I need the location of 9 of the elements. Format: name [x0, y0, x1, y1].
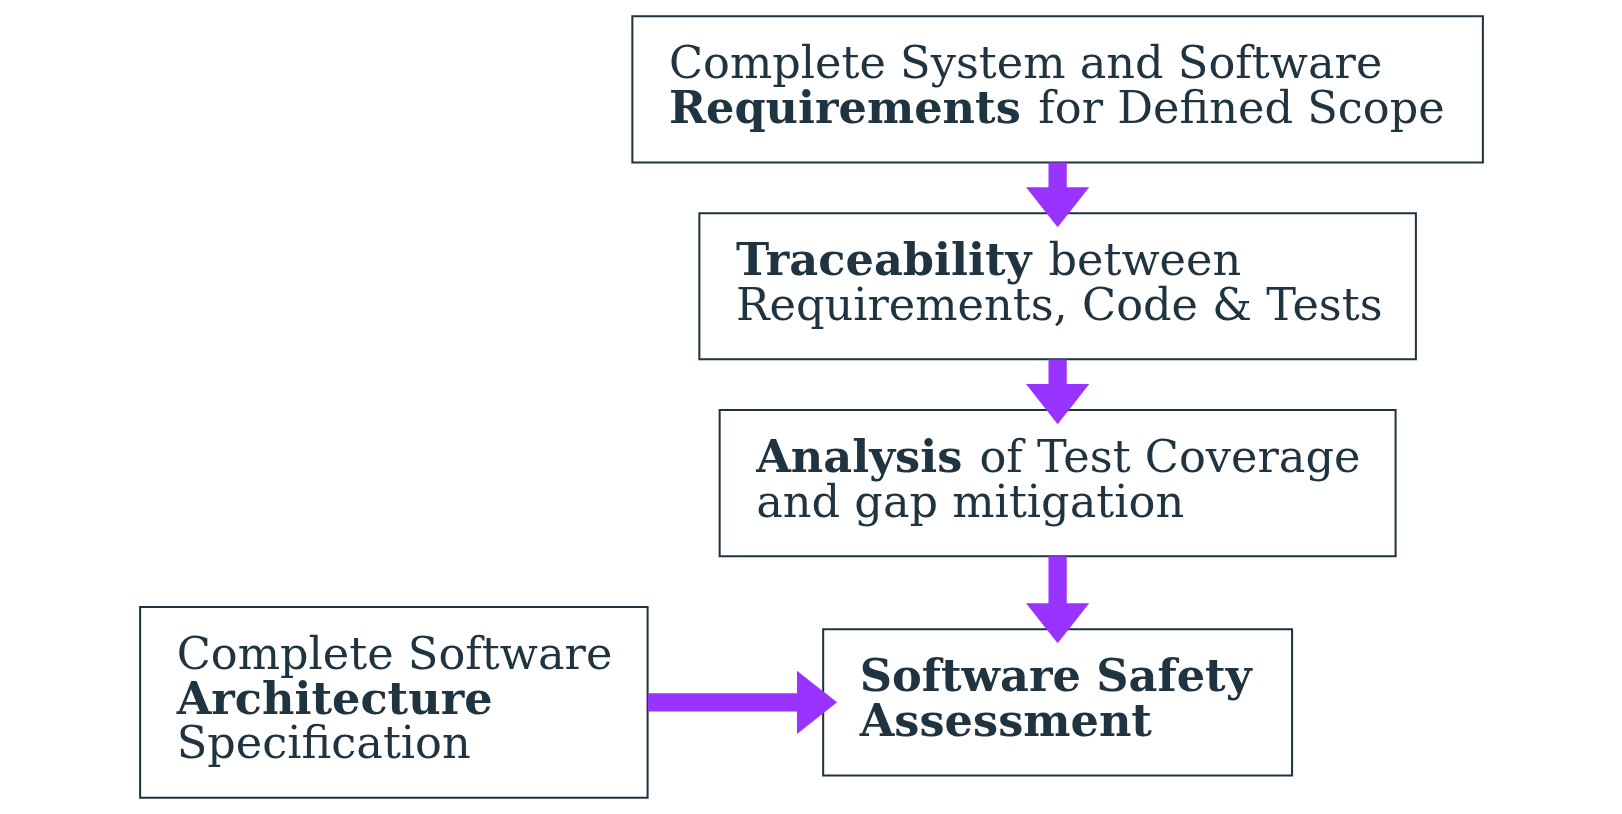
node-box: Traceability between Requirements, Code & Tests — [697, 212, 1417, 361]
node-box: Analysis of Test Coverage and gap mitigation — [718, 409, 1397, 558]
arrow — [1025, 162, 1089, 228]
node-box: Complete System and Software Requirements for Defined Scope — [630, 15, 1484, 164]
node-box: Software Safety Assessment — [821, 628, 1293, 777]
arrow — [1025, 359, 1089, 425]
arrow — [647, 670, 837, 734]
node-box: Complete Software Architecture Specification — [138, 605, 649, 799]
arrow — [1025, 556, 1089, 644]
